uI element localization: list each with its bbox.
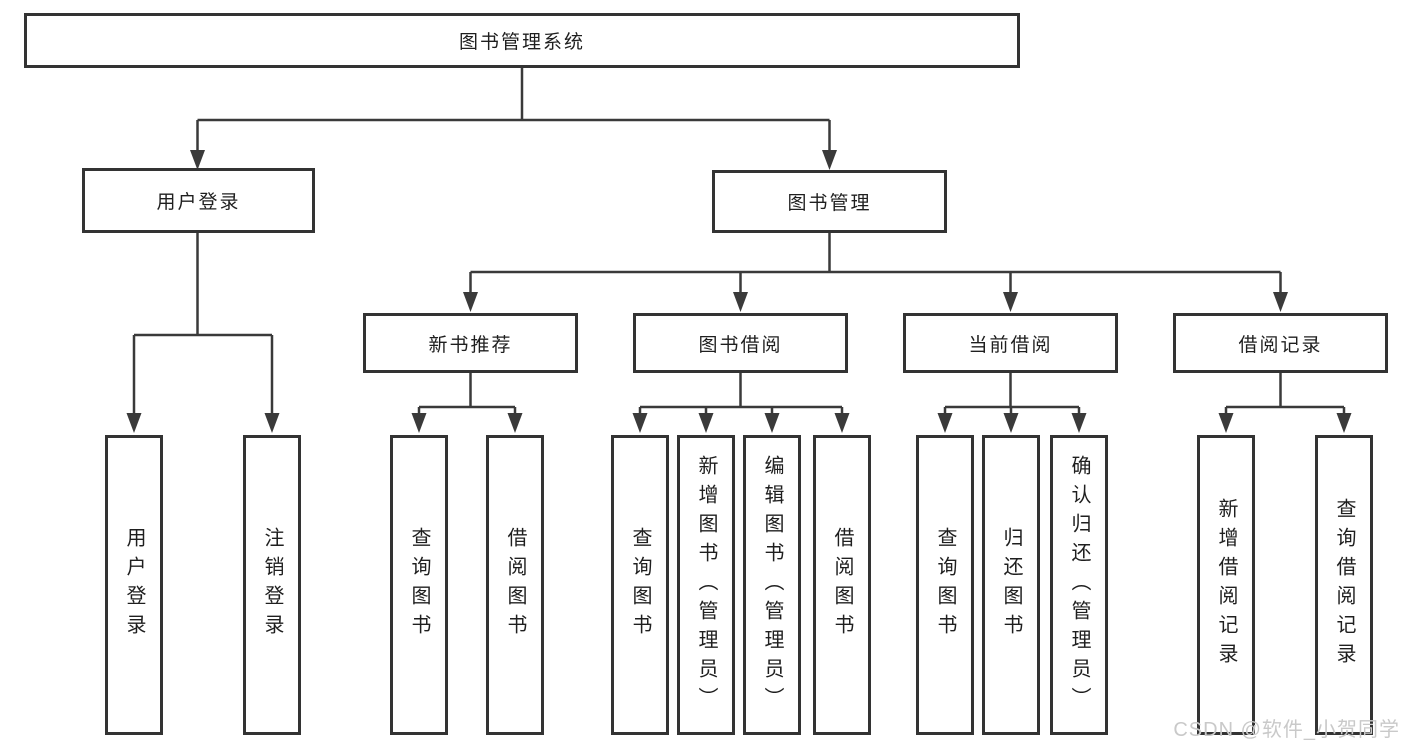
leaf-borrow-books-recommend: 借阅图书 — [486, 435, 544, 735]
leaf-confirm-return-admin: 确认归还（管理员） — [1050, 435, 1108, 735]
node-user-login: 用户登录 — [82, 168, 315, 233]
node-label: 借阅图书 — [831, 527, 853, 643]
leaf-query-borrow-record: 查询借阅记录 — [1315, 435, 1373, 735]
node-label: 借阅记录 — [1238, 334, 1323, 356]
node-label: 新增借阅记录 — [1215, 498, 1237, 672]
node-borrow-records: 借阅记录 — [1173, 313, 1388, 373]
node-library-management-system: 图书管理系统 — [24, 13, 1020, 68]
node-label: 新增图书（管理员） — [695, 454, 717, 716]
node-label: 用户登录 — [123, 527, 145, 643]
node-label: 图书借阅 — [698, 334, 783, 356]
node-book-management: 图书管理 — [712, 170, 947, 233]
leaf-return-books: 归还图书 — [982, 435, 1040, 735]
node-label: 注销登录 — [261, 527, 283, 643]
node-label: 图书管理系统 — [458, 32, 585, 53]
leaf-add-borrow-record: 新增借阅记录 — [1197, 435, 1255, 735]
leaf-borrow-books: 借阅图书 — [813, 435, 871, 735]
leaf-user-login: 用户登录 — [105, 435, 163, 735]
node-book-borrow: 图书借阅 — [633, 313, 848, 373]
node-label: 查询图书 — [408, 527, 430, 643]
leaf-logout: 注销登录 — [243, 435, 301, 735]
node-label: 新书推荐 — [428, 334, 513, 356]
leaf-add-books-admin: 新增图书（管理员） — [677, 435, 735, 735]
node-current-borrow: 当前借阅 — [903, 313, 1118, 373]
watermark: CSDN @软件_小贺同学 — [1173, 719, 1400, 741]
leaf-query-books-current: 查询图书 — [916, 435, 974, 735]
leaf-query-books-recommend: 查询图书 — [390, 435, 448, 735]
node-new-book-recommend: 新书推荐 — [363, 313, 578, 373]
node-label: 编辑图书（管理员） — [761, 454, 783, 716]
leaf-edit-books-admin: 编辑图书（管理员） — [743, 435, 801, 735]
node-label: 图书管理 — [787, 193, 872, 214]
node-label: 当前借阅 — [968, 334, 1053, 356]
node-label: 查询图书 — [629, 527, 651, 643]
node-label: 确认归还（管理员） — [1068, 454, 1090, 716]
node-label: 归还图书 — [1000, 527, 1022, 643]
node-label: 查询借阅记录 — [1333, 498, 1355, 672]
leaf-query-books-borrow: 查询图书 — [611, 435, 669, 735]
node-label: 用户登录 — [156, 192, 241, 213]
node-label: 查询图书 — [934, 527, 956, 643]
node-label: 借阅图书 — [504, 527, 526, 643]
